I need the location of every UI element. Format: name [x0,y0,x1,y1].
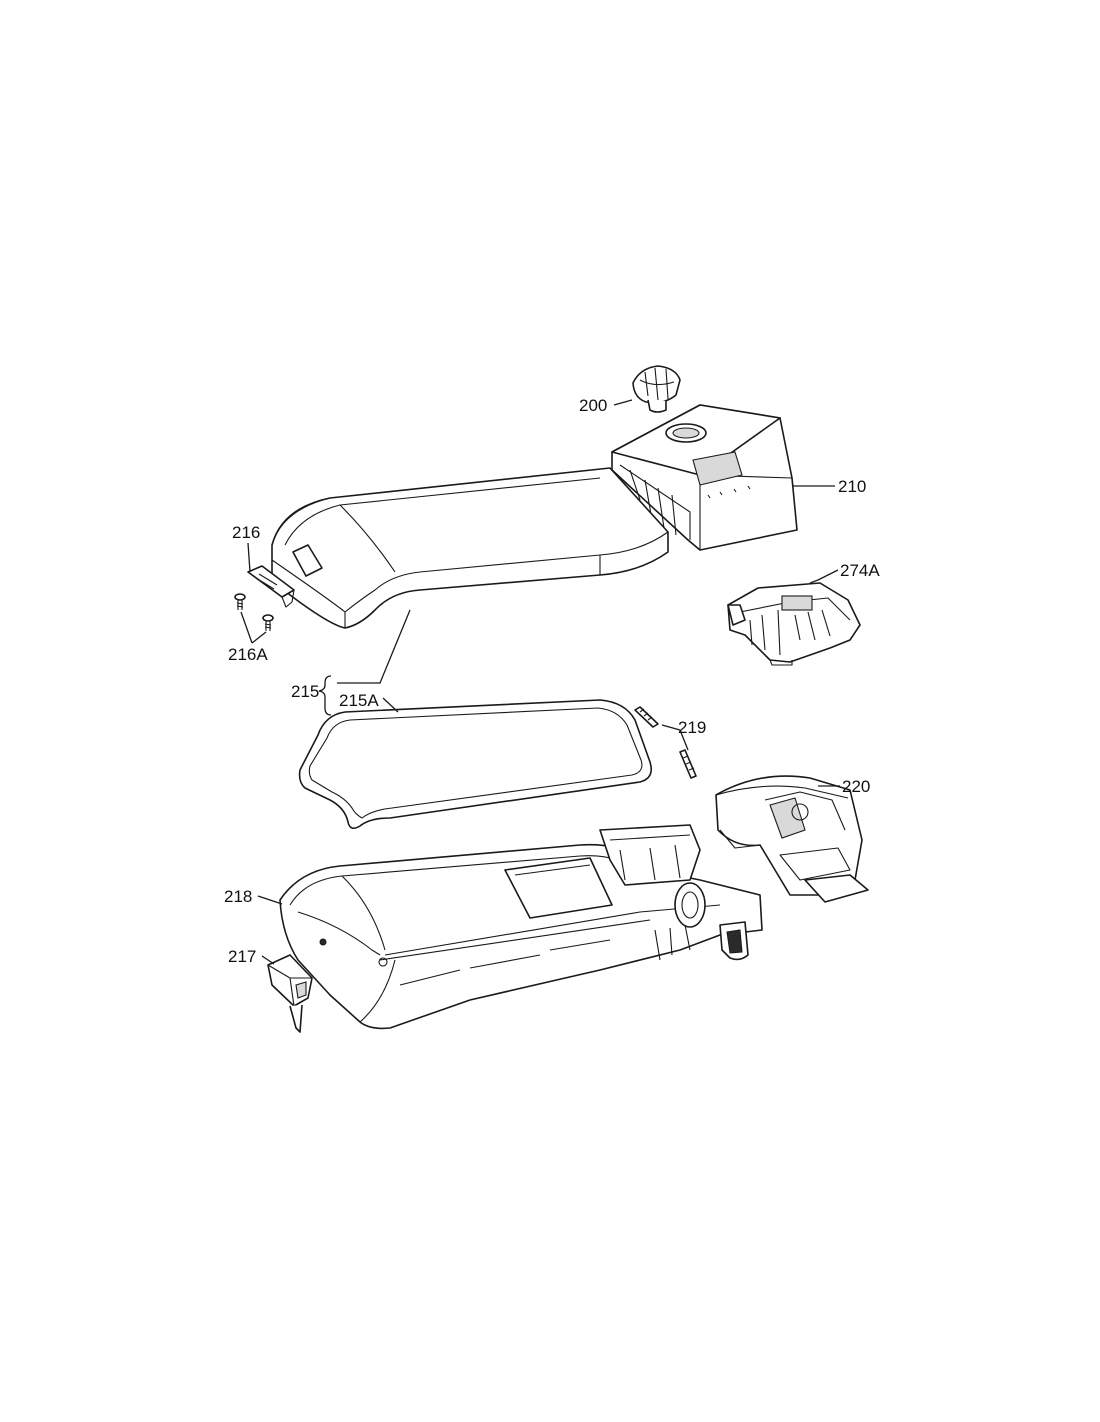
leader-217 [261,955,275,965]
label-219: 219 [678,718,706,737]
leader-219-2 [679,729,689,751]
label-274a: 274A [840,561,880,580]
part-274a-connector-block[interactable] [727,582,861,666]
part-216a-screw-1[interactable] [234,593,246,610]
label-210: 210 [838,477,866,496]
leader-lines [240,399,840,965]
part-219-spring-1[interactable] [634,706,659,728]
leader-219-1 [661,724,681,731]
brace-215 [318,675,332,716]
leader-218 [257,895,283,905]
leader-216a-1 [240,611,253,644]
part-216-hinge-cover[interactable] [247,565,295,608]
label-216a: 216A [228,645,268,664]
part-220-detergent-drawer[interactable] [715,775,869,903]
callout-labels: 200 210 216 216A 274A 215 215A 219 220 2… [224,396,880,966]
part-217-hinge[interactable] [267,954,313,1033]
label-218: 218 [224,887,252,906]
leader-216a-2 [251,631,267,644]
part-215a-gasket[interactable] [298,699,653,830]
part-218-main-housing[interactable] [279,824,763,1030]
leader-274a [809,569,839,584]
leader-215a [382,697,399,713]
part-200-knob[interactable] [632,365,681,413]
label-220: 220 [842,777,870,796]
leader-215 [337,609,411,684]
label-217: 217 [228,947,256,966]
part-216a-screw-2[interactable] [262,614,274,631]
leader-200 [613,399,633,406]
label-215a: 215A [339,691,379,710]
part-219-spring-2[interactable] [679,749,697,779]
label-215: 215 [291,682,319,701]
label-216: 216 [232,523,260,542]
part-215-lid[interactable] [271,467,669,629]
part-210-control-panel[interactable] [611,404,798,551]
label-200: 200 [579,396,607,415]
leader-216 [247,542,251,573]
